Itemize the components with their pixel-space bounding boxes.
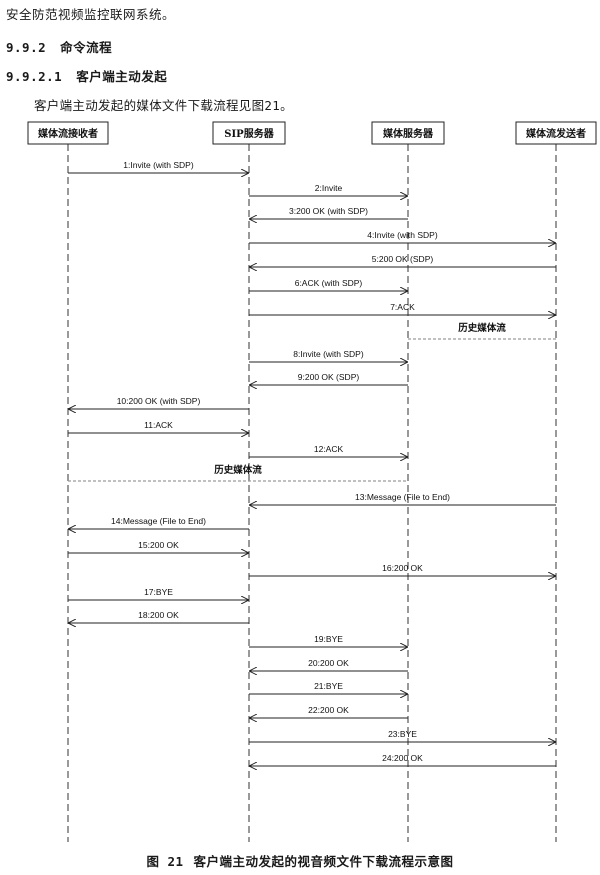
message-label-23: 23:BYE — [388, 729, 417, 739]
message-label-13: 13:Message (File to End) — [355, 492, 450, 502]
message-label-21: 21:BYE — [314, 681, 343, 691]
section-heading-9-9-2: 9.9.2 命令流程 — [6, 37, 112, 56]
message-label-22: 22:200 OK — [308, 705, 349, 715]
intro-text: 客户端主动发起的媒体文件下载流程见图 — [34, 98, 265, 113]
message-label-17: 17:BYE — [144, 587, 173, 597]
message-label-5: 5:200 OK (SDP) — [372, 254, 434, 264]
message-label-24: 24:200 OK — [382, 753, 423, 763]
message-label-2: 2:Invite — [315, 183, 343, 193]
message-label-16: 16:200 OK — [382, 563, 423, 573]
message-label-18: 18:200 OK — [138, 610, 179, 620]
message-label-14: 14:Message (File to End) — [111, 516, 206, 526]
section-title: 客户端主动发起 — [76, 69, 168, 84]
message-label-6: 6:ACK (with SDP) — [295, 278, 363, 288]
participant-label-media: 媒体服务器 — [382, 127, 434, 140]
message-label-15: 15:200 OK — [138, 540, 179, 550]
section-number: 9.9.2 — [6, 40, 47, 55]
message-label-1: 1:Invite (with SDP) — [123, 160, 194, 170]
message-label-8: 8:Invite (with SDP) — [293, 349, 364, 359]
participant-label-receiver: 媒体流接收者 — [37, 127, 98, 140]
section-number: 9.9.2.1 — [6, 69, 63, 84]
figure-title: 客户端主动发起的视音频文件下载流程示意图 — [193, 854, 454, 869]
message-label-11: 11:ACK — [144, 420, 173, 430]
message-label-9: 9:200 OK (SDP) — [298, 372, 360, 382]
participant-box-media — [371, 121, 445, 145]
participant-box-sender — [515, 121, 597, 145]
section-title: 命令流程 — [60, 40, 113, 55]
participant-box-sip — [212, 121, 286, 145]
message-label-19: 19:BYE — [314, 634, 343, 644]
message-label-3: 3:200 OK (with SDP) — [289, 206, 368, 216]
media-stream-label-1: 历史媒体流 — [458, 322, 506, 334]
participant-label-sip: SIP服务器 — [224, 127, 274, 140]
running-header: 安全防范视频监控联网系统。 — [6, 7, 176, 22]
figure-reference: 21 — [264, 98, 281, 113]
intro-paragraph: 客户端主动发起的媒体文件下载流程见图21。 — [34, 95, 293, 114]
figure-number: 图 21 — [146, 854, 184, 869]
message-label-4: 4:Invite (with SDP) — [367, 230, 438, 240]
message-label-10: 10:200 OK (with SDP) — [117, 396, 201, 406]
message-label-20: 20:200 OK — [308, 658, 349, 668]
media-stream-label-2: 历史媒体流 — [214, 464, 262, 476]
section-heading-9-9-2-1: 9.9.2.1 客户端主动发起 — [6, 66, 167, 85]
participant-box-receiver — [27, 121, 109, 145]
figure-caption: 图 21 客户端主动发起的视音频文件下载流程示意图 — [0, 851, 600, 870]
participant-label-sender: 媒体流发送者 — [525, 127, 586, 140]
message-label-7: 7:ACK — [390, 302, 415, 312]
message-label-12: 12:ACK — [314, 444, 344, 454]
intro-punctuation: 。 — [280, 98, 293, 113]
